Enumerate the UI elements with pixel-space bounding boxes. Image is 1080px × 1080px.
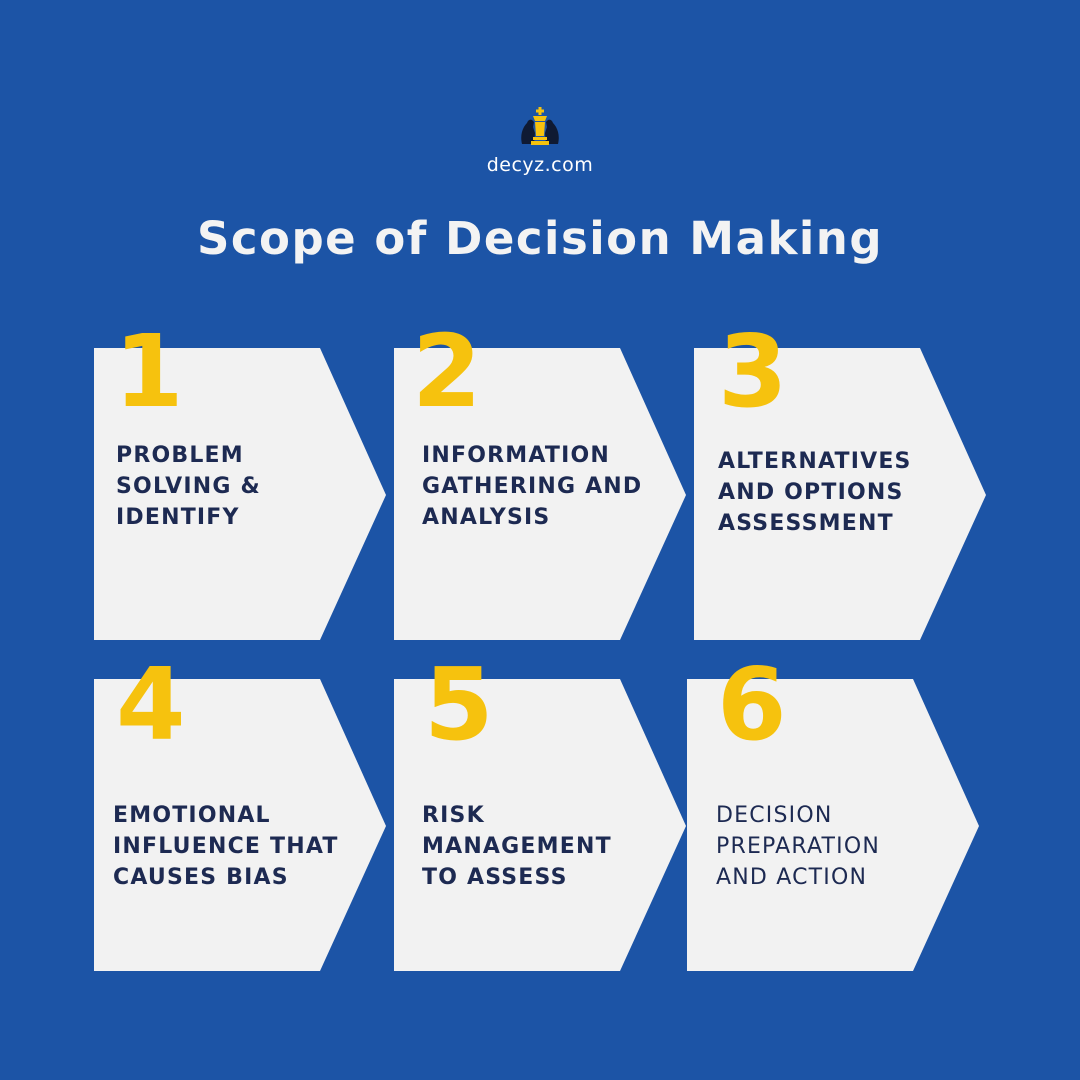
chess-king-icon [521,107,559,145]
step-number: 6 [717,646,787,763]
step-number: 1 [114,313,184,430]
step-card-1: 1 PROBLEM SOLVING & IDENTIFY [94,322,389,643]
step-card-2: 2 INFORMATION GATHERING AND ANALYSIS [394,322,689,643]
step-label: EMOTIONAL INFLUENCE THAT CAUSES BIAS [113,803,339,890]
step-label: PROBLEM SOLVING & IDENTIFY [116,443,261,530]
arrow-card-shape [687,679,979,971]
arrow-card-shape [394,348,686,640]
step-card-6: 6 DECISION PREPARATION AND ACTION [687,655,982,974]
arrow-card-shape [94,348,386,640]
page-title: Scope of Decision Making [196,212,884,265]
site-url: decyz.com [486,154,594,176]
step-label: INFORMATION GATHERING AND ANALYSIS [422,443,643,530]
step-number: 2 [412,313,482,430]
step-number: 4 [116,646,186,763]
step-number: 5 [424,646,494,763]
arrow-card-shape [394,679,686,971]
arrow-card-shape [94,679,386,971]
step-number: 3 [718,313,788,430]
step-card-3: 3 ALTERNATIVES AND OPTIONS ASSESSMENT [694,322,989,643]
step-label: ALTERNATIVES AND OPTIONS ASSESSMENT [718,449,912,536]
step-label: DECISION PREPARATION AND ACTION [716,803,880,890]
step-card-5: 5 RISK MANAGEMENT TO ASSESS [394,655,689,974]
step-label: RISK MANAGEMENT TO ASSESS [422,803,612,890]
step-card-4: 4 EMOTIONAL INFLUENCE THAT CAUSES BIAS [94,655,389,974]
arrow-card-shape [694,348,986,640]
